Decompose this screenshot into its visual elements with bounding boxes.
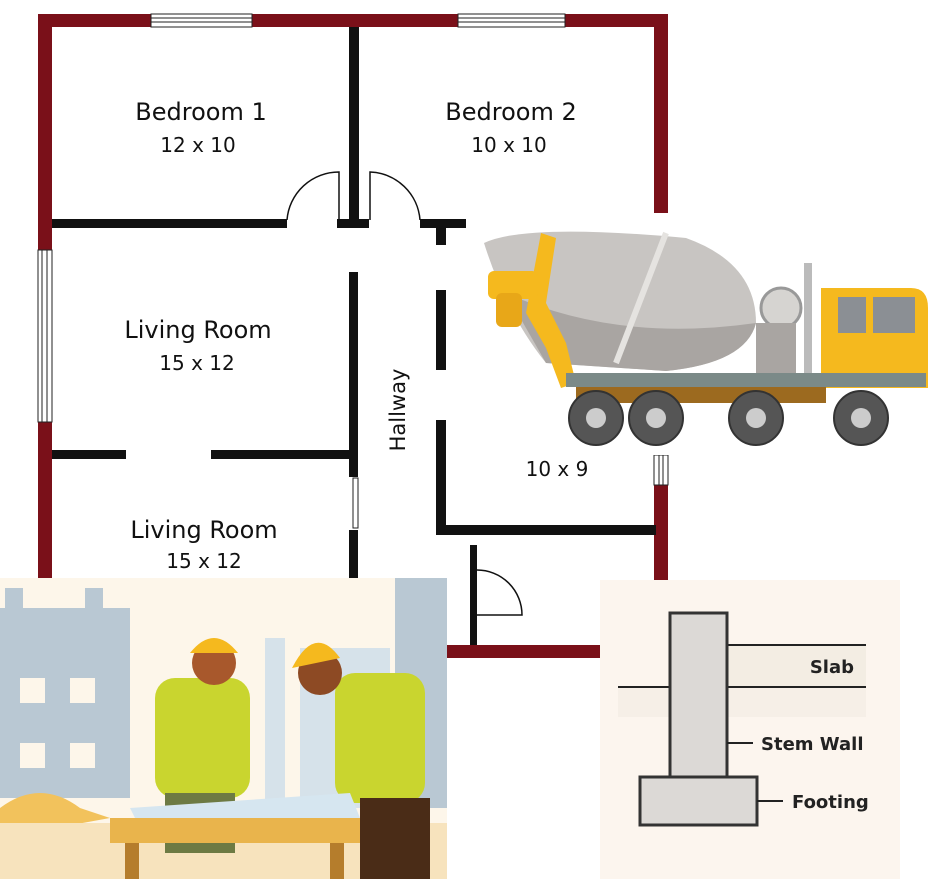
- stem-wall-shape: [668, 611, 729, 780]
- room-size: 10 x 10: [471, 133, 546, 157]
- table-icon: [110, 818, 360, 843]
- windows: [37, 13, 669, 529]
- room-size: 15 x 12: [166, 549, 241, 573]
- door-swings: [286, 171, 523, 616]
- footing-shape: [638, 775, 759, 827]
- footing-label: Footing: [792, 792, 869, 813]
- room-name: Bedroom 2: [445, 98, 576, 126]
- hallway-label: Hallway: [386, 369, 410, 452]
- room-name: Bedroom 1: [135, 98, 266, 126]
- cement-truck-image: [466, 213, 936, 455]
- foundation-diagram: Slab Stem Wall Footing: [600, 580, 900, 879]
- room-size: 15 x 12: [159, 351, 234, 375]
- cement-truck-icon: [484, 231, 928, 446]
- room-size: 12 x 10: [160, 133, 235, 157]
- stem-wall-label: Stem Wall: [761, 734, 864, 755]
- worker-icon: [292, 642, 430, 879]
- slab-label: Slab: [810, 657, 854, 678]
- room-name: Living Room: [124, 316, 271, 344]
- room-labels: Bedroom 1 12 x 10 Bedroom 2 10 x 10 Livi…: [124, 98, 588, 573]
- room-size: 10 x 9: [526, 457, 589, 481]
- room-name: Living Room: [130, 516, 277, 544]
- interior-walls: [52, 27, 656, 645]
- construction-workers-image: [0, 578, 447, 879]
